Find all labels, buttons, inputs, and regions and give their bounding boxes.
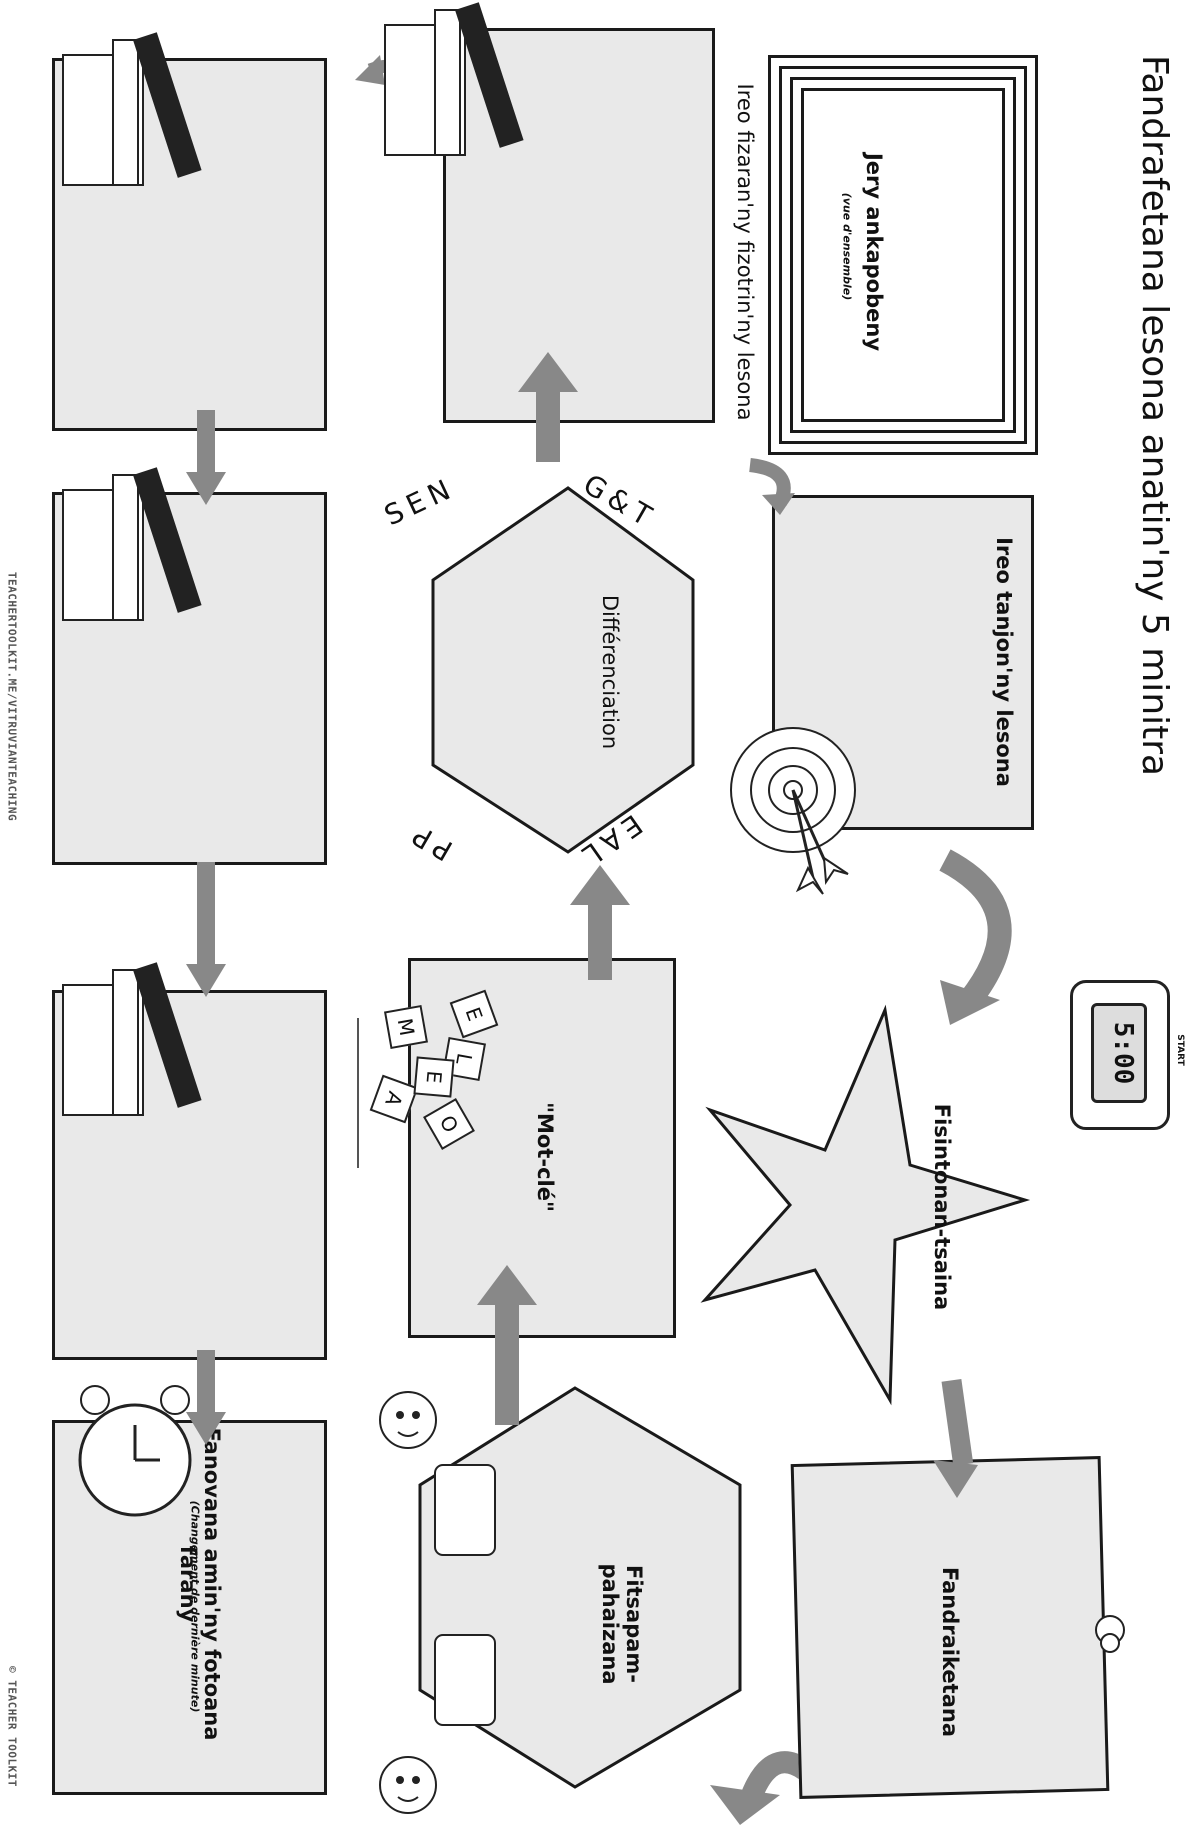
big-picture-sub: (vue d'ensemble) <box>840 192 854 301</box>
letter-tile: A <box>369 1074 419 1124</box>
ab-teaching-hexagon <box>418 1386 742 1789</box>
letter-tile: O <box>423 1098 475 1150</box>
arrow-up-icon <box>477 1265 537 1425</box>
arrow-up-icon <box>570 865 630 980</box>
starter-star <box>700 1004 1031 1406</box>
starter-label: Fisintonan-tsaina <box>930 1103 954 1311</box>
face-b-icon <box>379 1756 437 1814</box>
target-icon <box>730 727 856 895</box>
stopwatch-icon: 5:00 <box>1070 980 1170 1130</box>
divider-line <box>357 1018 359 1168</box>
arrow-down-icon <box>933 1378 978 1498</box>
footer-copyright: © TEACHER TOOLKIT <box>5 1665 19 1788</box>
page-title: Fandrafetana lesona anatin'ny 5 minitra <box>1134 55 1175 777</box>
clapperboard-icon <box>62 962 202 1116</box>
arrow-up-icon <box>518 352 578 462</box>
stopwatch-display: 5:00 <box>1108 1021 1138 1085</box>
letter-tiles: M A E L O E <box>365 989 505 1150</box>
stopwatch-start-label: START <box>1175 1034 1185 1066</box>
clapperboard-icon <box>62 467 202 621</box>
letter-tile: M <box>383 1004 429 1050</box>
letter-tile: E <box>413 1056 455 1098</box>
alarm-clock-icon <box>78 1385 192 1517</box>
arrow-down-icon <box>186 862 226 997</box>
arrow-down-icon <box>186 410 226 505</box>
clapperboard-icon <box>62 32 202 186</box>
letter-tile: E <box>449 989 499 1039</box>
keywords-box <box>408 958 676 1338</box>
curved-arrow-icon <box>939 849 1012 1025</box>
big-picture-frame <box>768 55 1038 455</box>
learning-episodes-label: Ireo fizaran'ny fizotrin'ny lesona <box>733 83 757 421</box>
curved-arrow-icon <box>748 458 795 515</box>
clapperboard-icon <box>384 2 524 156</box>
face-a-icon <box>379 1391 437 1449</box>
arrow-down-icon <box>186 1350 226 1445</box>
keywords-label: "Mot-clé" <box>533 1102 557 1212</box>
objectives-label: Ireo tanjon'ny lesona <box>992 537 1016 787</box>
footer-url: TEACHERTOOLKIT.ME/VITRUVIANTEACHING <box>5 571 19 822</box>
pushpin-icon <box>1095 1615 1125 1653</box>
engagement-label: Fandraiketana <box>938 1567 962 1737</box>
differentiation-hexagon <box>431 486 695 854</box>
ab-teaching-label: Fitsapam-pahaizana <box>598 1563 646 1685</box>
plenary-sub: (Changement de dernière minute) <box>188 1500 202 1713</box>
differentiation-label: Différenciation <box>598 594 622 750</box>
big-picture-label: Jery ankapobeny <box>862 152 886 352</box>
learning-episode-box <box>52 990 327 1360</box>
